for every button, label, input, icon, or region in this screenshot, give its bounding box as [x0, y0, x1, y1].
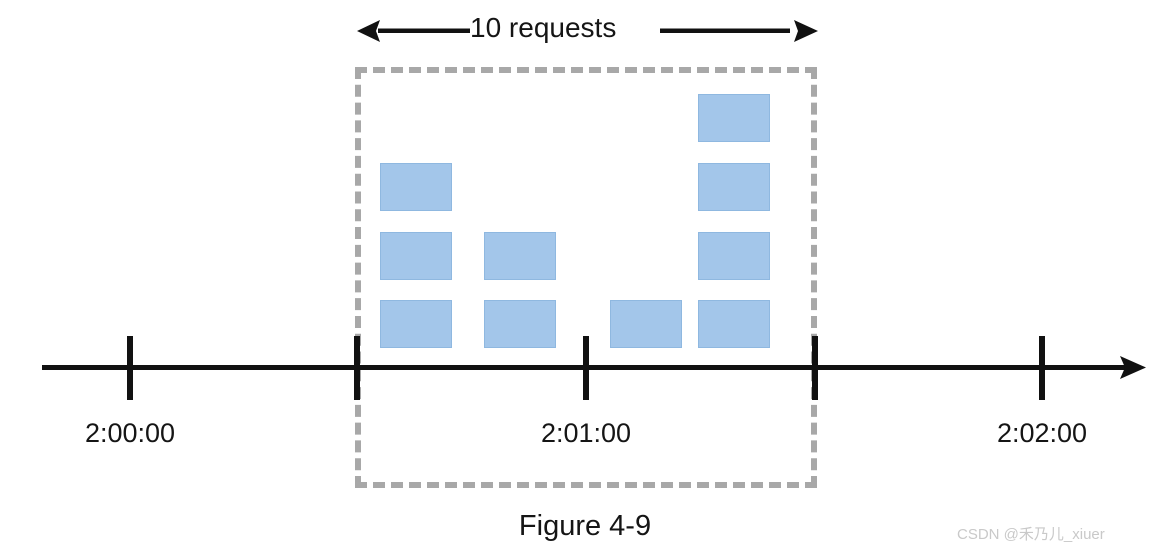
request-block	[484, 232, 556, 280]
request-block	[698, 94, 770, 142]
sliding-window-box	[355, 67, 817, 488]
request-block	[698, 163, 770, 211]
span-label-10-requests: 10 requests	[470, 12, 617, 43]
request-block	[610, 300, 682, 348]
timeline-arrowhead	[1120, 356, 1146, 379]
axis-label-2-01-00: 2:01:00	[540, 418, 632, 448]
request-block	[698, 300, 770, 348]
request-block	[380, 163, 452, 211]
span-arrow	[357, 20, 818, 42]
axis-tick-window-end	[812, 336, 818, 400]
axis-tick-window-start	[354, 336, 360, 400]
request-block	[380, 232, 452, 280]
axis-label-2-00-00: 2:00:00	[84, 418, 176, 448]
axis-tick-2-01-00	[583, 336, 589, 400]
axis-tick-2-02-00	[1039, 336, 1045, 400]
axis-label-2-02-00: 2:02:00	[996, 418, 1088, 448]
axis-tick-2-00-00	[127, 336, 133, 400]
figure-caption: Figure 4-9	[518, 510, 652, 542]
csdn-watermark: CSDN @禾乃儿_xiuer	[957, 526, 1105, 543]
request-block	[484, 300, 556, 348]
request-block	[698, 232, 770, 280]
request-block	[380, 300, 452, 348]
